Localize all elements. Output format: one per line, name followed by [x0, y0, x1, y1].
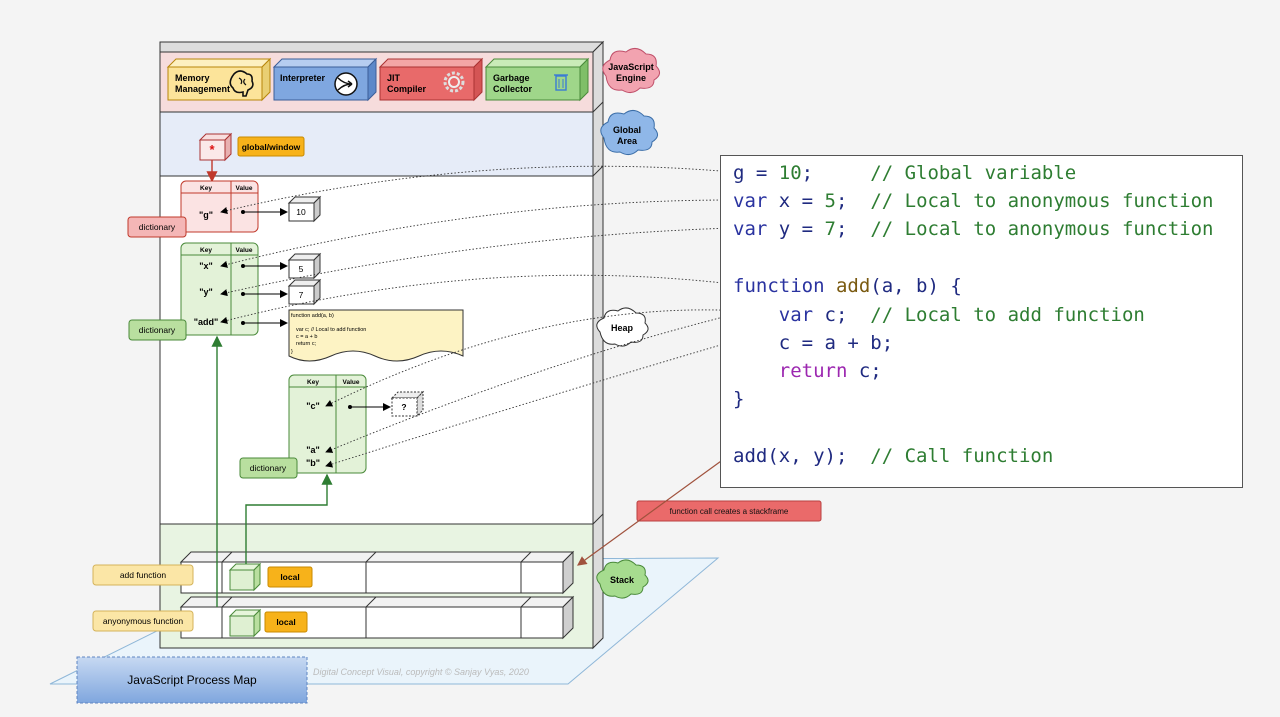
value-box-5: 5	[287, 252, 322, 280]
process-tower	[159, 40, 605, 650]
add-dict-key-b: "b"	[306, 458, 320, 468]
code-line-4: function add(a, b) {	[733, 275, 962, 297]
value-unknown: ?	[401, 402, 406, 412]
anon-dict-key-y: "y"	[199, 287, 213, 297]
anon-dictionary: Key Value "x" "y" "add"	[180, 242, 288, 336]
code-line-1: g = 10; // Global variable	[733, 162, 1077, 184]
local-cube-add	[228, 562, 262, 592]
engine-cloud-label-2: Engine	[616, 73, 646, 83]
code-panel: g = 10; // Global variable var x = 5; //…	[720, 155, 1243, 488]
add-dict-key-c: "c"	[306, 401, 320, 411]
local-badge-add	[267, 566, 313, 588]
annotation-label: function call creates a stackframe	[670, 507, 789, 516]
value-5: 5	[299, 264, 304, 274]
interpreter-icon	[334, 72, 358, 96]
stack-cloud: Stack	[596, 559, 649, 599]
global-dict-label-box	[127, 216, 187, 238]
global-object: *	[198, 132, 233, 162]
garbage-label-2: Collector	[493, 84, 533, 94]
engine-box-jit: JIT Compiler	[378, 57, 484, 102]
add-function-label-box	[92, 564, 194, 586]
call-to-stack-arrow	[577, 455, 729, 566]
value-box-7: 7	[287, 278, 322, 306]
value-box-unknown: ?	[390, 390, 425, 418]
global-section	[159, 111, 594, 177]
code-line-2: var x = 5; // Local to anonymous functio…	[733, 190, 1214, 212]
function-document: function add(a, b) var c; // Local to ad…	[288, 309, 464, 362]
trash-icon	[554, 74, 568, 91]
code-line-3: var y = 7; // Local to anonymous functio…	[733, 218, 1214, 240]
anonymous-function-label-box	[92, 610, 194, 632]
anonymous-function-label: anyonymous function	[103, 616, 184, 626]
engine-cloud: JavaScript Engine	[602, 48, 660, 94]
add-frame-pointer	[245, 473, 333, 564]
value-7: 7	[299, 290, 304, 300]
func-doc-line4: return c;	[296, 341, 317, 347]
global-dict-value-header: Value	[236, 185, 253, 192]
title-box: JavaScript Process Map	[76, 656, 308, 704]
copyright-text: Digital Concept Visual, copyright © Sanj…	[313, 667, 529, 677]
code-line-8: }	[733, 388, 745, 410]
code-line-7: return c;	[778, 360, 882, 382]
anon-dict-label: dictionary	[139, 325, 176, 335]
global-window-label: global/window	[242, 142, 301, 152]
gear-icon	[443, 71, 465, 93]
heap-cloud-label: Heap	[611, 323, 634, 333]
engine-cloud-label-1: JavaScript	[608, 62, 654, 72]
value-box-10: 10	[287, 195, 322, 223]
global-cloud: Global Area	[600, 110, 658, 156]
code-line-9: add(x, y); // Call function	[733, 445, 1054, 467]
engine-box-memory: Memory Management	[166, 57, 272, 102]
add-dict-key-a: "a"	[306, 445, 320, 455]
anon-dict-key-x: "x"	[199, 261, 213, 271]
local-badge-anonymous	[264, 611, 308, 633]
global-dict-key-g: "g"	[199, 210, 213, 220]
engine-box-interpreter: Interpreter	[272, 57, 378, 102]
add-dict-label-box	[239, 457, 298, 479]
code-line-6: c = a + b;	[733, 332, 894, 354]
global-cloud-label-2: Area	[617, 136, 638, 146]
add-dict-key-header: Key	[307, 379, 319, 386]
func-doc-line5: }	[291, 349, 293, 355]
jit-label-2: Compiler	[387, 84, 427, 94]
stack-frame-add	[179, 550, 575, 595]
global-dict-label: dictionary	[139, 222, 176, 232]
anon-dict-value-header: Value	[236, 247, 253, 254]
diagram-title: JavaScript Process Map	[127, 673, 257, 687]
jit-label-1: JIT	[387, 73, 401, 83]
add-function-label: add function	[120, 570, 167, 580]
interpreter-label: Interpreter	[280, 73, 326, 83]
func-doc-line3: c = a + b	[296, 334, 317, 340]
memory-label-1: Memory	[175, 73, 210, 83]
annotation-box	[636, 500, 822, 522]
engine-box-garbage: Garbage Collector	[484, 57, 590, 102]
anon-dict-key-header: Key	[200, 247, 212, 254]
local-label-add: local	[280, 572, 299, 582]
local-cube-anonymous	[228, 608, 262, 638]
anon-dict-key-add: "add"	[194, 317, 219, 327]
brain-icon	[229, 70, 254, 97]
global-cloud-label-1: Global	[613, 125, 641, 135]
memory-label-2: Management	[175, 84, 230, 94]
local-label-anonymous: local	[276, 617, 295, 627]
stack-cloud-label: Stack	[610, 575, 635, 585]
add-dict-value-header: Value	[343, 379, 360, 386]
garbage-label-1: Garbage	[493, 73, 530, 83]
add-dict-label: dictionary	[250, 463, 287, 473]
func-doc-line2: var c; // Local to add function	[296, 327, 366, 333]
global-dictionary: Key Value "g"	[180, 180, 288, 233]
heap-cloud: Heap	[596, 307, 649, 347]
anon-dict-label-box	[128, 319, 187, 341]
global-window-badge	[237, 136, 305, 157]
code-line-5: var c; // Local to add function	[778, 304, 1145, 326]
add-dictionary: Key Value "c" "a" "b"	[288, 374, 391, 474]
global-star: *	[209, 142, 215, 157]
global-dict-key-header: Key	[200, 185, 212, 192]
value-10: 10	[296, 207, 306, 217]
func-doc-line1: function add(a, b)	[291, 313, 334, 319]
